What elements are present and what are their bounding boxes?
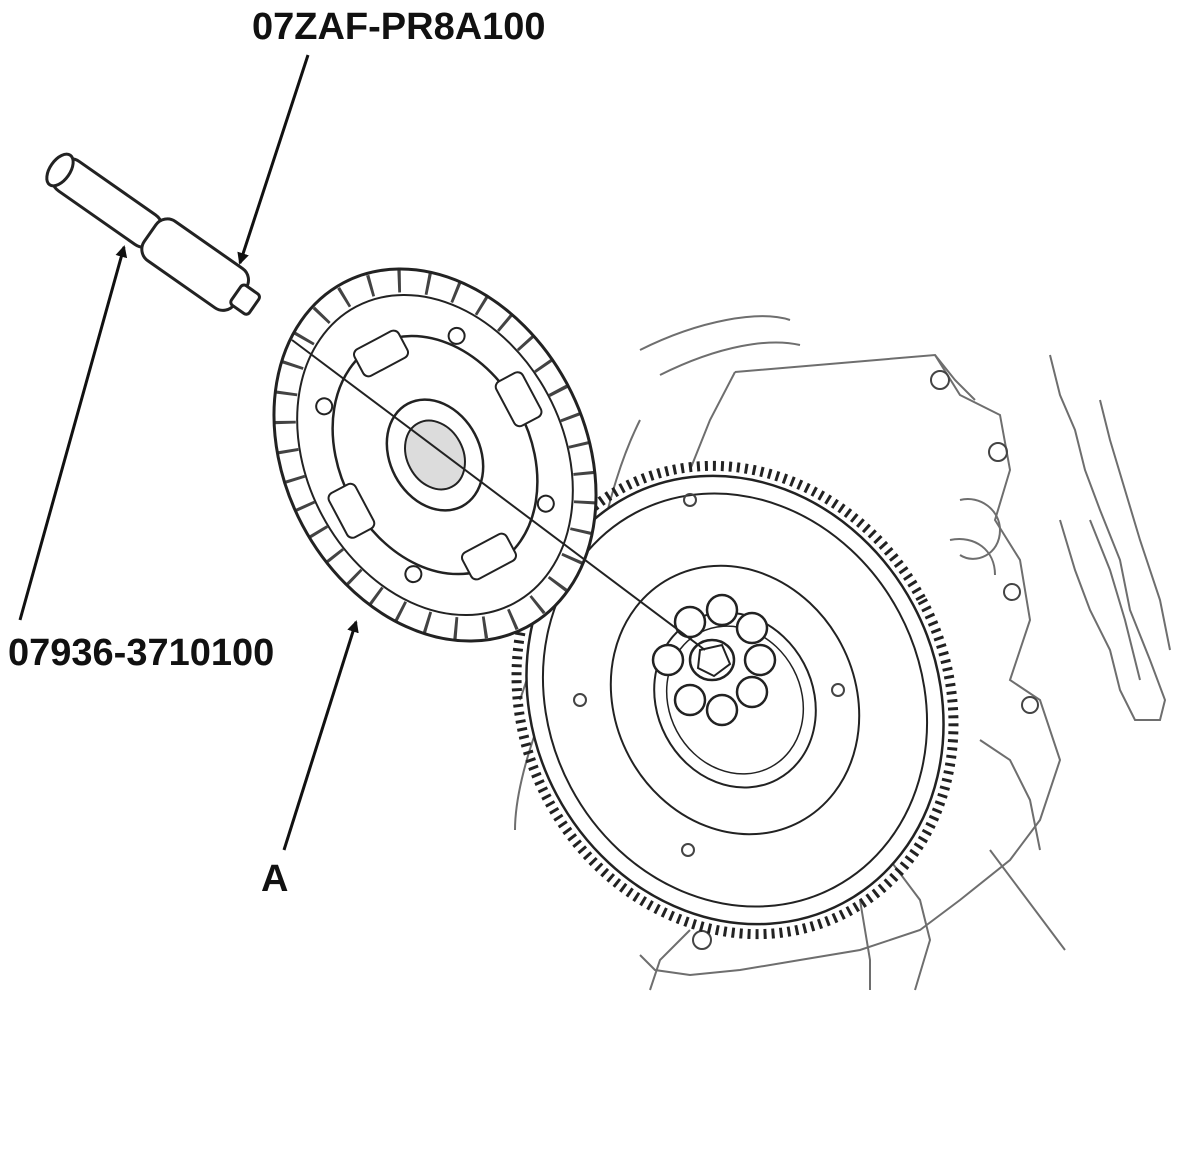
callout-label-alignment-shaft: 07ZAF-PR8A100	[252, 6, 546, 48]
flywheel-bolt-holes	[573, 493, 845, 857]
callout-leaders	[18, 54, 359, 851]
clutch-alignment-tool	[45, 152, 261, 316]
clutch-disc	[272, 267, 598, 643]
crankshaft-bolts	[651, 593, 777, 727]
ring-gear	[511, 460, 959, 940]
callout-label-driver-handle: 07936-3710100	[8, 632, 275, 674]
alignment-centerline	[291, 339, 706, 651]
damper-springs	[327, 329, 543, 581]
leader-07zaf	[237, 54, 310, 265]
leader-07936	[18, 245, 128, 621]
flywheel	[511, 460, 959, 940]
pilot-bearing	[696, 643, 732, 678]
callout-label-part-a: A	[261, 858, 289, 900]
leader-part-a	[282, 620, 359, 851]
